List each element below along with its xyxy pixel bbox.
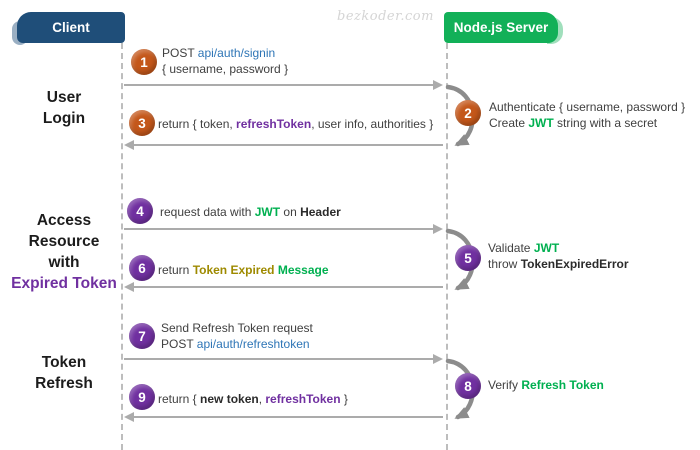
- text-segment: return: [158, 263, 193, 277]
- text-segment: Message: [277, 263, 329, 277]
- text-segment: on: [280, 205, 301, 219]
- text-segment: User: [46, 89, 82, 106]
- text-segment: string with a secret: [553, 116, 658, 130]
- title-row: User: [8, 87, 120, 108]
- message-line: Authenticate { username, password }: [489, 99, 685, 115]
- text-segment: Refresh: [35, 375, 93, 392]
- text-segment: Access: [36, 212, 92, 229]
- message-line: POST api/auth/refreshtoken: [161, 336, 313, 352]
- text-segment: TokenExpiredError: [520, 257, 629, 271]
- title-row: Refresh: [8, 373, 120, 394]
- text-segment: Header: [300, 205, 341, 219]
- text-segment: Verify: [488, 378, 522, 392]
- text-segment: JWT: [528, 116, 554, 130]
- text-segment: { username, password }: [162, 62, 289, 76]
- text-segment: throw: [488, 257, 521, 271]
- text-segment: POST: [162, 46, 198, 60]
- text-segment: Validate: [488, 241, 534, 255]
- step-4-badge: 4: [127, 198, 153, 224]
- text-segment: Expired Token: [11, 275, 117, 292]
- message-line: Send Refresh Token request: [161, 320, 313, 336]
- text-segment: Create: [489, 116, 529, 130]
- text-segment: POST: [161, 337, 197, 351]
- message-line: { username, password }: [162, 61, 288, 77]
- step-3-badge: 3: [129, 110, 155, 136]
- section-title-token-refresh: Token Refresh: [8, 352, 120, 394]
- text-segment: refreshToken: [236, 117, 312, 131]
- message-line: Verify Refresh Token: [488, 377, 604, 393]
- text-segment: return {: [158, 392, 201, 406]
- step-2-badge: 2: [455, 100, 481, 126]
- client-lifeline: [121, 43, 123, 450]
- step-6-message: return Token Expired Message: [158, 262, 329, 278]
- server-lifeline: [446, 43, 448, 450]
- message-line: return Token Expired Message: [158, 262, 329, 278]
- watermark: bezkoder.com: [337, 9, 434, 24]
- arrow-refresh-request: [124, 354, 443, 364]
- message-line: Validate JWT: [488, 240, 629, 256]
- step-1-badge: 1: [131, 49, 157, 75]
- step-5-message: Validate JWT throw TokenExpiredError: [488, 240, 629, 272]
- text-segment: Send Refresh Token request: [161, 321, 313, 335]
- message-line: throw TokenExpiredError: [488, 256, 629, 272]
- text-segment: JWT: [254, 205, 281, 219]
- text-segment: return { token,: [158, 117, 237, 131]
- section-title-user-login: User Login: [8, 87, 120, 129]
- text-segment: }: [340, 392, 348, 406]
- text-segment: refreshToken: [265, 392, 341, 406]
- client-actor-box: Client: [12, 12, 125, 45]
- step-1-message: POST api/auth/signin { username, passwor…: [162, 45, 288, 77]
- text-segment: Login: [42, 110, 86, 127]
- arrow-signin-response: [124, 140, 443, 150]
- text-segment: api/auth/signin: [197, 46, 276, 60]
- step-9-message: return { new token, refreshToken }: [158, 391, 348, 407]
- title-row: Access: [8, 210, 120, 231]
- text-segment: JWT: [533, 241, 560, 255]
- arrow-refresh-response: [124, 412, 443, 422]
- step-6-badge: 6: [129, 255, 155, 281]
- text-segment: Refresh Token: [521, 378, 604, 392]
- text-segment: with: [48, 254, 80, 271]
- text-segment: request data with: [160, 205, 255, 219]
- arrow-expired-response: [124, 282, 443, 292]
- text-segment: Authenticate { username, password }: [489, 100, 686, 114]
- text-segment: Resource: [28, 233, 100, 250]
- arrow-resource-request: [124, 224, 443, 234]
- step-4-message: request data with JWT on Header: [160, 204, 341, 220]
- step-8-message: Verify Refresh Token: [488, 377, 604, 393]
- message-line: return { new token, refreshToken }: [158, 391, 348, 407]
- step-2-message: Authenticate { username, password } Crea…: [489, 99, 685, 131]
- step-8-badge: 8: [455, 373, 481, 399]
- title-row: with: [8, 252, 120, 273]
- section-title-access-resource: Access Resource with Expired Token: [8, 210, 120, 294]
- arrow-signin-request: [124, 80, 443, 90]
- title-row: Login: [8, 108, 120, 129]
- title-row: Token: [8, 352, 120, 373]
- step-7-badge: 7: [129, 323, 155, 349]
- step-3-message: return { token, refreshToken, user info,…: [158, 116, 433, 132]
- text-segment: new token: [200, 392, 259, 406]
- server-actor-box: Node.js Server: [444, 12, 563, 44]
- title-row: Expired Token: [8, 273, 120, 294]
- step-7-message: Send Refresh Token request POST api/auth…: [161, 320, 313, 352]
- step-9-badge: 9: [129, 384, 155, 410]
- message-line: Create JWT string with a secret: [489, 115, 685, 131]
- message-line: return { token, refreshToken, user info,…: [158, 116, 433, 132]
- text-segment: ,: [258, 392, 266, 406]
- step-5-badge: 5: [455, 245, 481, 271]
- message-line: request data with JWT on Header: [160, 204, 341, 220]
- text-segment: Token Expired: [192, 263, 278, 277]
- title-row: Resource: [8, 231, 120, 252]
- message-line: POST api/auth/signin: [162, 45, 288, 61]
- text-segment: api/auth/refreshtoken: [196, 337, 310, 351]
- text-segment: Token: [41, 354, 87, 371]
- text-segment: , user info, authorities }: [311, 117, 434, 131]
